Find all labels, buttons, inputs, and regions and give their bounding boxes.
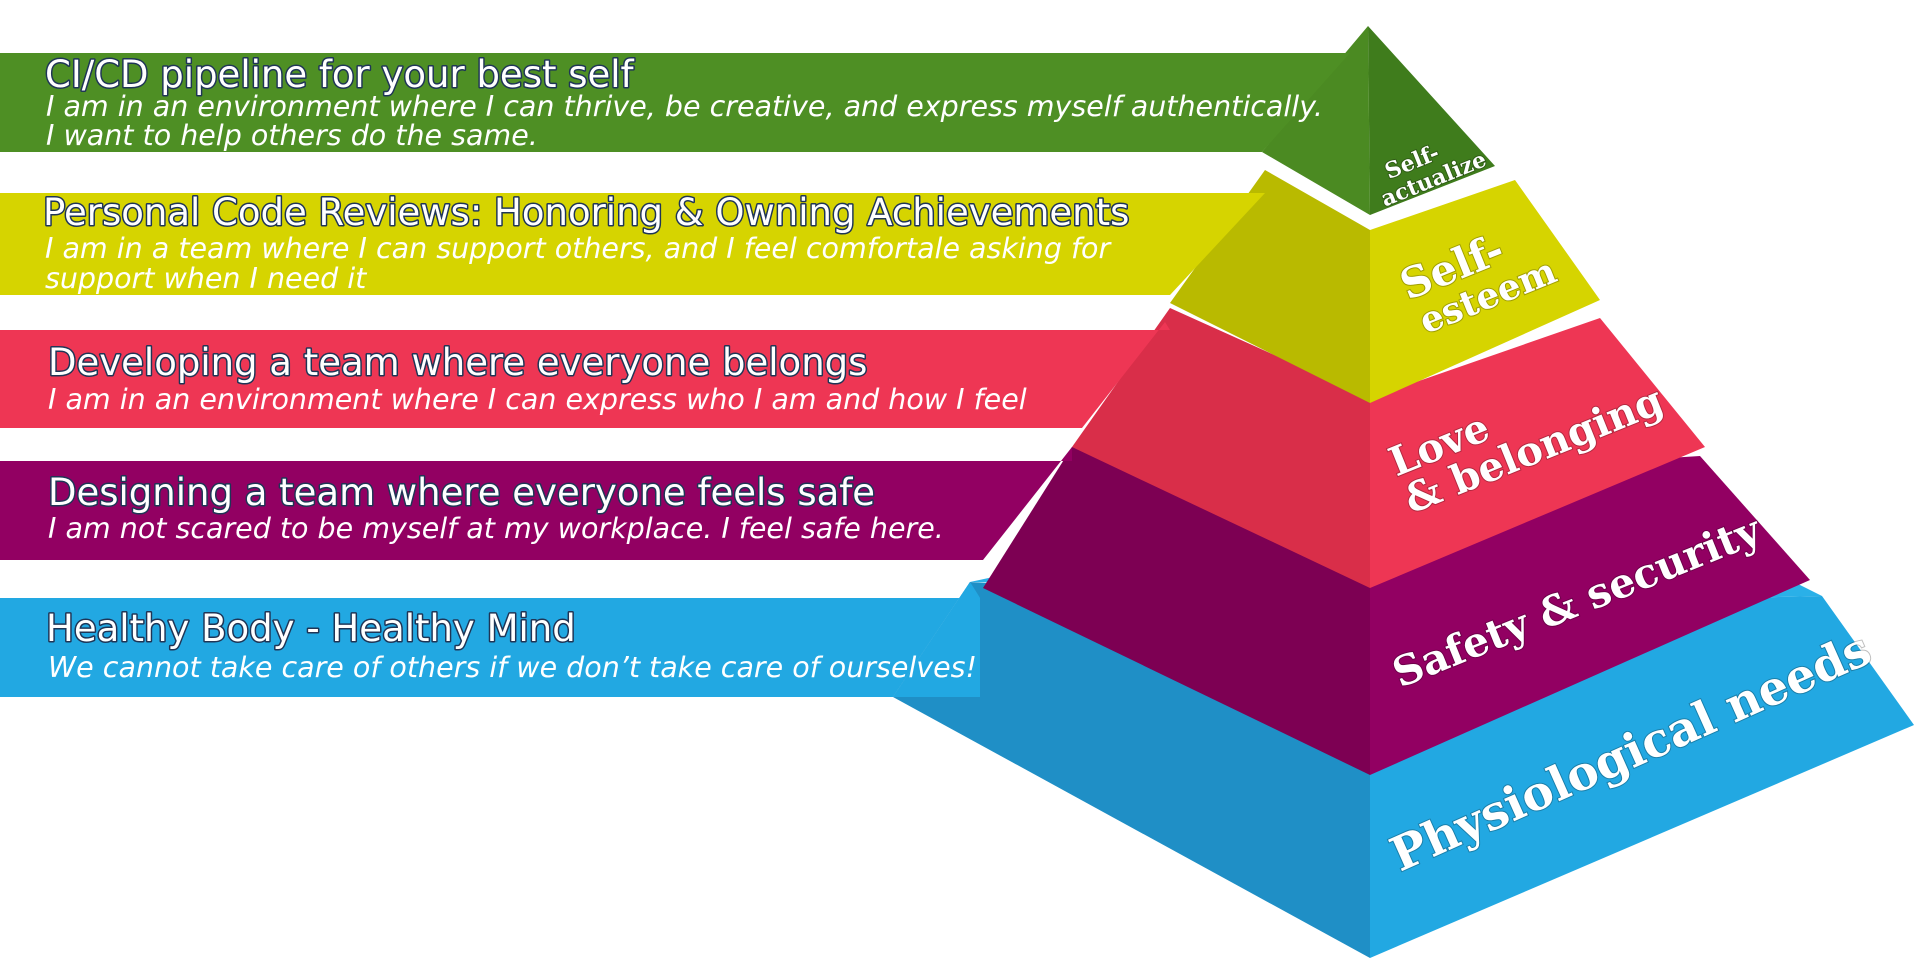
tier-2-group — [0, 170, 1600, 403]
band-2-ribbon — [0, 193, 1265, 295]
tier-3-left-face — [1072, 308, 1370, 588]
band-4-title: Designing a team where everyone feels sa… — [48, 471, 875, 514]
band-5-title: Healthy Body - Healthy Mind — [46, 607, 576, 650]
band-3-title: Developing a team where everyone belongs — [48, 341, 867, 384]
tier-3-front-face — [1370, 318, 1705, 588]
band-1-desc-line1: I am in an environment where I can thriv… — [46, 90, 1323, 123]
band-5-connector — [893, 582, 980, 697]
band-5-desc-line1: We cannot take care of others if we don’… — [48, 651, 977, 684]
band-5-ribbon — [0, 582, 980, 697]
band-2-desc-line1: I am in a team where I can support other… — [45, 232, 1112, 265]
tier-2-left-face — [1170, 170, 1370, 403]
band-3-ribbon — [0, 322, 1170, 428]
band-2-title: Personal Code Reviews: Honoring & Owning… — [43, 191, 1129, 234]
tier-2-label: Self- esteem — [1392, 223, 1563, 343]
tier-1-left-face — [1262, 26, 1370, 215]
tier-2-front-face — [1370, 180, 1600, 403]
band-3-desc-line1: I am in an environment where I can expre… — [48, 383, 1027, 416]
band-1-ribbon — [0, 53, 1350, 152]
band-2-desc-line2: support when I need it — [45, 262, 368, 295]
tier-1-front-face — [1368, 26, 1495, 215]
band-4-desc-line1: I am not scared to be myself at my workp… — [48, 512, 944, 545]
band-1-desc-line2: I want to help others do the same. — [46, 119, 538, 152]
band-1-title: CI/CD pipeline for your best self — [45, 53, 635, 96]
tier-3-group — [0, 308, 1705, 588]
tier-1-group — [0, 26, 1495, 215]
band-4-ribbon — [0, 447, 1072, 560]
